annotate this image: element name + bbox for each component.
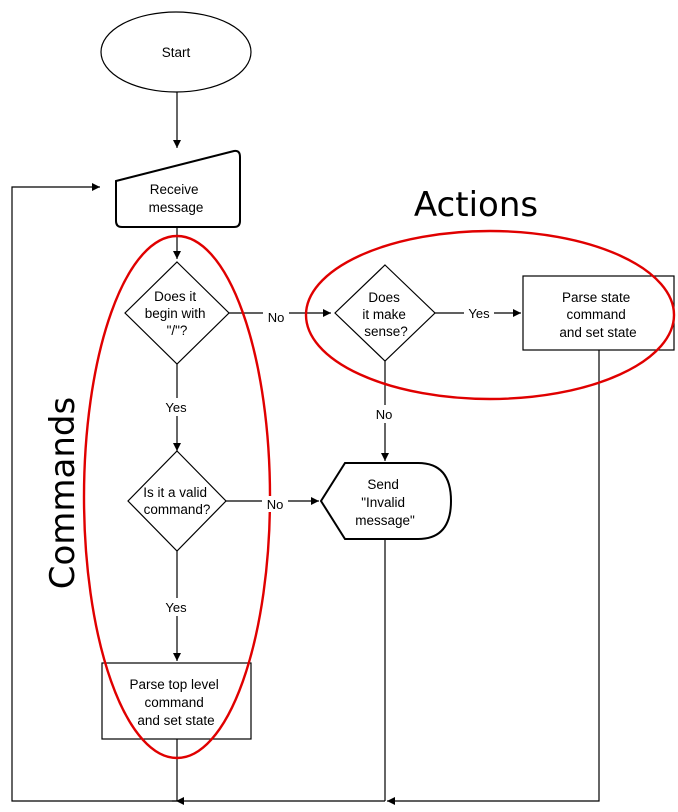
merge-arrowhead: [176, 797, 184, 805]
parse-top-label: Parse top level command and set state: [129, 677, 222, 728]
receive-label: Receive message: [149, 182, 204, 215]
start-terminal: [100, 11, 252, 93]
make-sense-label: Does it make sense?: [362, 290, 409, 339]
actions-highlight: [304, 229, 676, 401]
edge-parsestate-bottom: [387, 350, 600, 805]
parse-state-process: [522, 275, 675, 351]
edge-label-no-begins: No: [268, 310, 285, 325]
receive-message-input: [115, 149, 241, 228]
edge-label-yes-makesense: Yes: [468, 306, 490, 321]
begins-slash-label: Does it begin with "/"?: [145, 289, 210, 338]
parse-state-label: Parse state command and set state: [559, 290, 636, 340]
edge-label-no-makesense: No: [376, 407, 393, 422]
send-invalid-label: Send "Invalid message": [355, 477, 415, 528]
start-label: Start: [162, 45, 191, 60]
valid-command-label: Is it a valid command?: [143, 485, 211, 517]
edge-label-yes-valid: Yes: [165, 600, 187, 615]
edge-label-no-valid: No: [267, 497, 284, 512]
actions-title: Actions: [414, 185, 538, 225]
make-sense-decision: [334, 264, 436, 362]
valid-command-decision: [127, 450, 227, 552]
parse-top-level-process: [101, 662, 252, 740]
send-invalid-display: [319, 462, 453, 540]
edge-label-yes-begins: Yes: [165, 400, 187, 415]
begins-slash-decision: [124, 261, 230, 365]
edge-loop-back: [11, 183, 385, 802]
commands-title: Commands: [43, 397, 83, 589]
